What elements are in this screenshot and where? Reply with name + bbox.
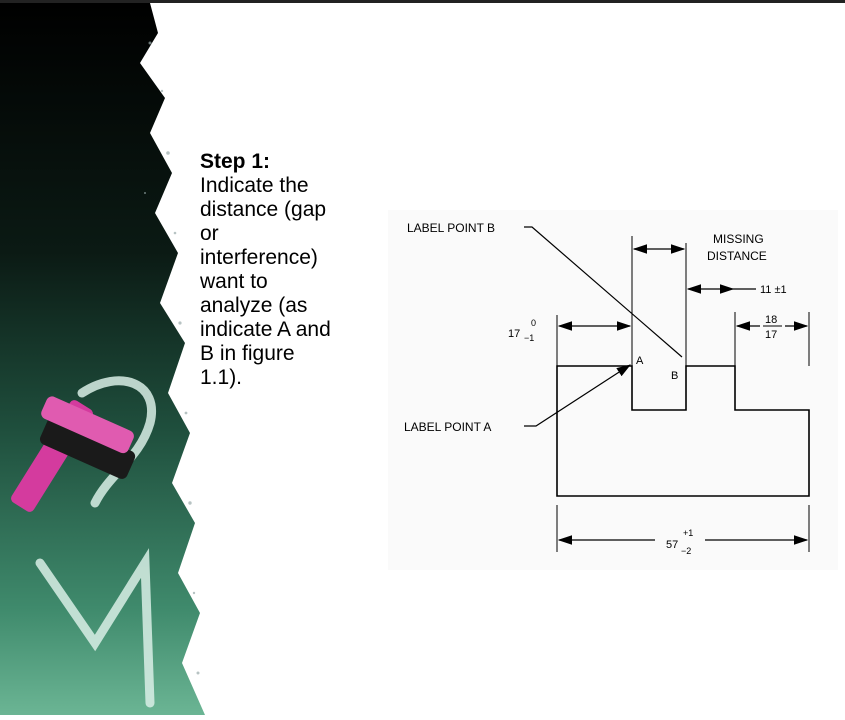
dim-57-base: 57 <box>666 539 678 551</box>
leader-point-b <box>524 226 683 358</box>
dim-57-lower: −2 <box>681 546 691 556</box>
missing-distance-label: MISSING <box>713 232 764 246</box>
point-b-label: B <box>671 370 678 382</box>
dim-57-upper: +1 <box>683 528 693 538</box>
dim-18-label: 18 <box>765 314 777 326</box>
dim-17-upper: 0 <box>531 318 536 328</box>
step-line: indicate A and <box>200 318 331 341</box>
step-line: want to <box>200 270 268 293</box>
label-point-a: LABEL POINT A <box>404 420 491 434</box>
top-rule <box>0 0 845 3</box>
leader-point-a <box>524 364 632 427</box>
label-point-b: LABEL POINT B <box>407 221 495 235</box>
step-line: analyze (as <box>200 294 308 317</box>
figure-1-1-diagram: LABEL POINT B LABEL POINT A MISSING DIST… <box>388 210 838 570</box>
dim-17-lower: −1 <box>524 333 534 343</box>
step-line: or <box>200 222 219 245</box>
dim-17-label: 17 <box>765 329 777 341</box>
step-description: Step 1: Indicate the distance (gap or in… <box>200 150 370 390</box>
step-line: 1.1). <box>200 366 243 389</box>
part-outline <box>556 365 810 497</box>
dim-11-label: 11 ±1 <box>760 284 787 296</box>
step-line: distance (gap <box>200 198 327 221</box>
step-title: Step 1: <box>200 150 271 173</box>
step-line: interference) <box>200 246 318 269</box>
step-line: Indicate the <box>200 174 309 197</box>
point-a-label: A <box>636 355 644 367</box>
step-line: B in figure <box>200 342 295 365</box>
dim-17-base: 17 <box>508 328 520 340</box>
missing-distance-label: DISTANCE <box>707 249 767 263</box>
chalkboard-image <box>0 3 215 715</box>
